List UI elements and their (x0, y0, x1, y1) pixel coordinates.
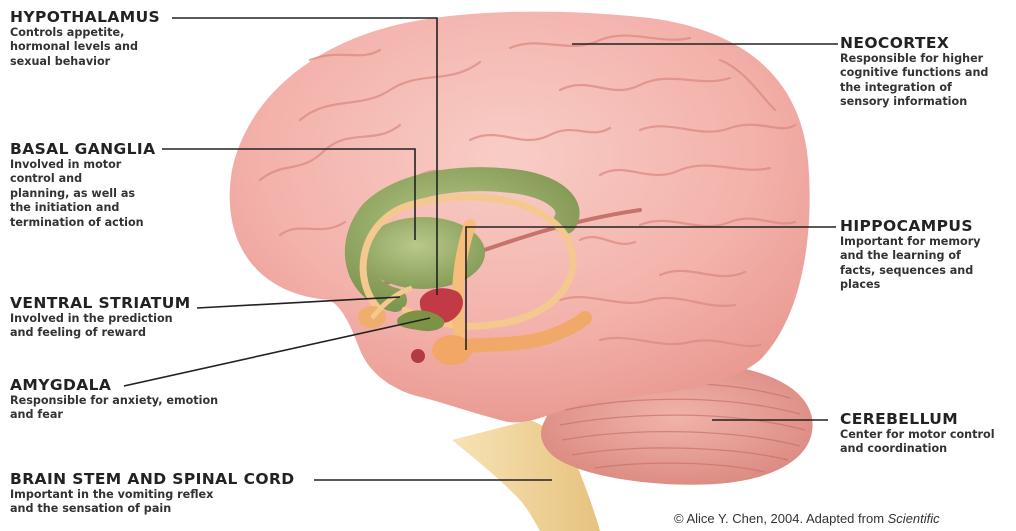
desc-line: and the learning of (840, 249, 981, 263)
label-neocortex: NEOCORTEX Responsible for higher cogniti… (840, 34, 988, 110)
desc-line: Important in the vomiting reflex (10, 488, 295, 502)
label-hippocampus: HIPPOCAMPUS Important for memory and the… (840, 217, 981, 293)
mammillary-body (411, 349, 425, 363)
label-description: Involved in the prediction and feeling o… (10, 312, 191, 341)
desc-line: sexual behavior (10, 55, 160, 69)
label-description: Important for memory and the learning of… (840, 235, 981, 293)
desc-line: and fear (10, 408, 218, 422)
label-amygdala: AMYGDALA Responsible for anxiety, emotio… (10, 376, 218, 423)
desc-line: and the sensation of pain (10, 502, 295, 516)
desc-line: Involved in motor (10, 158, 156, 172)
desc-line: Controls appetite, (10, 26, 160, 40)
label-ventral-striatum: VENTRAL STRIATUM Involved in the predict… (10, 294, 191, 341)
label-description: Important in the vomiting reflex and the… (10, 488, 295, 517)
label-title: HYPOTHALAMUS (10, 8, 160, 26)
label-description: Involved in motor control and planning, … (10, 158, 156, 230)
label-title: NEOCORTEX (840, 34, 988, 52)
label-title: BASAL GANGLIA (10, 140, 156, 158)
desc-line: Involved in the prediction (10, 312, 191, 326)
label-hypothalamus: HYPOTHALAMUS Controls appetite, hormonal… (10, 8, 160, 69)
credit-italic: Scientific (888, 511, 940, 526)
cerebrum (230, 12, 810, 423)
label-cerebellum: CEREBELLUM Center for motor control and … (840, 410, 995, 457)
credit-text: © Alice Y. Chen, 2004. Adapted from (674, 511, 888, 526)
desc-line: Important for memory (840, 235, 981, 249)
image-credit: © Alice Y. Chen, 2004. Adapted from Scie… (674, 511, 940, 526)
desc-line: Responsible for anxiety, emotion (10, 394, 218, 408)
desc-line: sensory information (840, 95, 988, 109)
label-description: Center for motor control and coordinatio… (840, 428, 995, 457)
label-basal-ganglia: BASAL GANGLIA Involved in motor control … (10, 140, 156, 230)
desc-line: the initiation and (10, 201, 156, 215)
desc-line: hormonal levels and (10, 40, 160, 54)
desc-line: and feeling of reward (10, 326, 191, 340)
desc-line: the integration of (840, 81, 988, 95)
desc-line: termination of action (10, 216, 156, 230)
label-title: AMYGDALA (10, 376, 218, 394)
desc-line: Center for motor control (840, 428, 995, 442)
desc-line: planning, as well as (10, 187, 156, 201)
label-title: HIPPOCAMPUS (840, 217, 981, 235)
label-title: CEREBELLUM (840, 410, 995, 428)
desc-line: and coordination (840, 442, 995, 456)
label-description: Controls appetite, hormonal levels and s… (10, 26, 160, 69)
desc-line: cognitive functions and (840, 66, 988, 80)
desc-line: Responsible for higher (840, 52, 988, 66)
label-description: Responsible for anxiety, emotion and fea… (10, 394, 218, 423)
desc-line: control and (10, 172, 156, 186)
label-description: Responsible for higher cognitive functio… (840, 52, 988, 110)
label-title: BRAIN STEM AND SPINAL CORD (10, 470, 295, 488)
label-title: VENTRAL STRIATUM (10, 294, 191, 312)
desc-line: facts, sequences and (840, 264, 981, 278)
desc-line: places (840, 278, 981, 292)
label-brain-stem: BRAIN STEM AND SPINAL CORD Important in … (10, 470, 295, 517)
